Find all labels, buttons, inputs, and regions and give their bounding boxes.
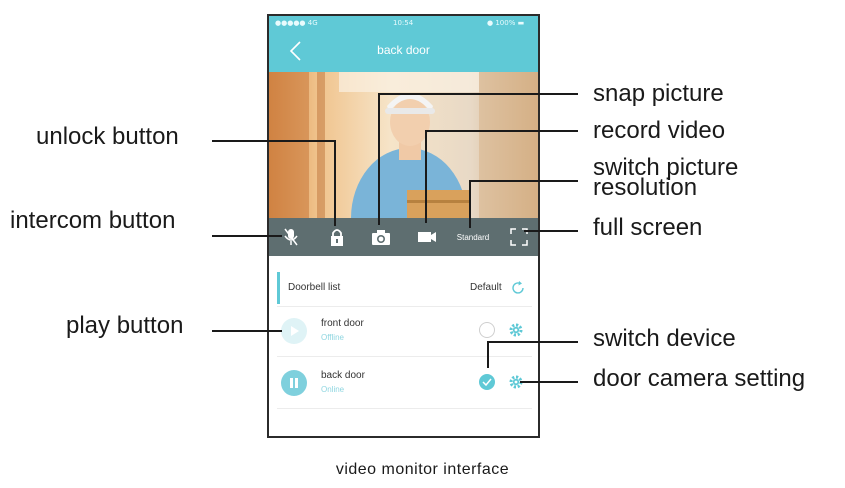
- video-camera-icon: [418, 232, 436, 242]
- callout-line-snap-vertical: [378, 93, 380, 225]
- checkmark-icon: [482, 378, 492, 387]
- clock: 10:54: [393, 19, 414, 27]
- label-switch-device: switch device: [593, 325, 736, 352]
- default-label: Default: [470, 282, 502, 293]
- gear-icon[interactable]: [509, 323, 523, 337]
- callout-line-snap: [378, 93, 578, 95]
- device-row-back-door[interactable]: back door Online: [277, 360, 532, 408]
- pause-button[interactable]: [281, 370, 307, 396]
- back-button[interactable]: [287, 40, 305, 62]
- delivery-person-image: [269, 72, 538, 218]
- lock-icon: [331, 229, 343, 246]
- callout-line-intercom: [212, 235, 282, 237]
- device-status: Online: [321, 385, 345, 394]
- callout-line-unlock-vertical: [334, 140, 336, 226]
- device-name: front door: [321, 318, 364, 329]
- divider: [277, 356, 532, 357]
- callout-line-resolution-vertical: [469, 180, 471, 228]
- video-control-toolbar: Standard: [269, 218, 538, 256]
- label-switch-resolution-line2: resolution: [593, 174, 698, 201]
- callout-line-unlock: [212, 140, 336, 142]
- divider: [277, 306, 532, 307]
- title-bar: back door: [269, 30, 538, 72]
- microphone-muted-icon: [284, 228, 298, 246]
- page-title: back door: [377, 43, 430, 57]
- callout-line-record: [425, 130, 578, 132]
- callout-line-record-vertical: [425, 130, 427, 223]
- callout-line-fullscreen: [524, 230, 578, 232]
- camera-icon: [372, 230, 390, 245]
- label-snap-picture: snap picture: [593, 80, 724, 107]
- unlock-button[interactable]: [327, 227, 347, 247]
- device-name: back door: [321, 370, 365, 381]
- battery-indicator: ● 100% ▬: [487, 19, 525, 27]
- label-record-video: record video: [593, 117, 726, 144]
- callout-line-switch-device-vertical: [487, 341, 489, 368]
- carrier-signal: ●●●●● 4G: [275, 19, 318, 27]
- pause-icon: [290, 378, 298, 388]
- label-full-screen: full screen: [593, 214, 703, 241]
- chevron-left-icon: [289, 41, 301, 61]
- doorbell-list-title: Doorbell list: [288, 282, 341, 293]
- resolution-label: Standard: [456, 232, 490, 242]
- switch-device-radio[interactable]: [479, 322, 495, 338]
- label-unlock-button: unlock button: [36, 123, 179, 150]
- full-screen-button[interactable]: [509, 227, 529, 247]
- video-feed[interactable]: [269, 72, 538, 218]
- callout-line-resolution: [469, 180, 578, 182]
- record-video-button[interactable]: [416, 227, 438, 247]
- figure-caption: video monitor interface: [335, 461, 510, 478]
- doorbell-list-header: Doorbell list Default: [277, 272, 532, 304]
- full-screen-icon: [510, 228, 528, 246]
- snap-picture-button[interactable]: [370, 227, 392, 247]
- switch-device-radio[interactable]: [479, 374, 495, 390]
- status-bar: ●●●●● 4G 10:54 ● 100% ▬: [269, 16, 538, 30]
- label-door-camera-setting: door camera setting: [593, 365, 806, 392]
- intercom-button[interactable]: [281, 227, 301, 247]
- callout-line-switch-device: [487, 341, 578, 343]
- callout-line-camera-setting: [520, 381, 578, 383]
- label-switch-resolution-line1: switch picture: [593, 154, 739, 181]
- device-row-front-door[interactable]: front door Offline: [277, 308, 532, 356]
- divider: [277, 408, 532, 409]
- device-status: Offline: [321, 333, 344, 342]
- resolution-switch-button[interactable]: Standard: [453, 227, 493, 247]
- play-button[interactable]: [281, 318, 307, 344]
- label-intercom-button: intercom button: [10, 207, 176, 234]
- refresh-icon[interactable]: [511, 281, 525, 295]
- phone-screen: ●●●●● 4G 10:54 ● 100% ▬ back door: [267, 14, 540, 438]
- label-play-button: play button: [66, 312, 184, 339]
- callout-line-play: [212, 330, 282, 332]
- play-icon: [291, 326, 299, 336]
